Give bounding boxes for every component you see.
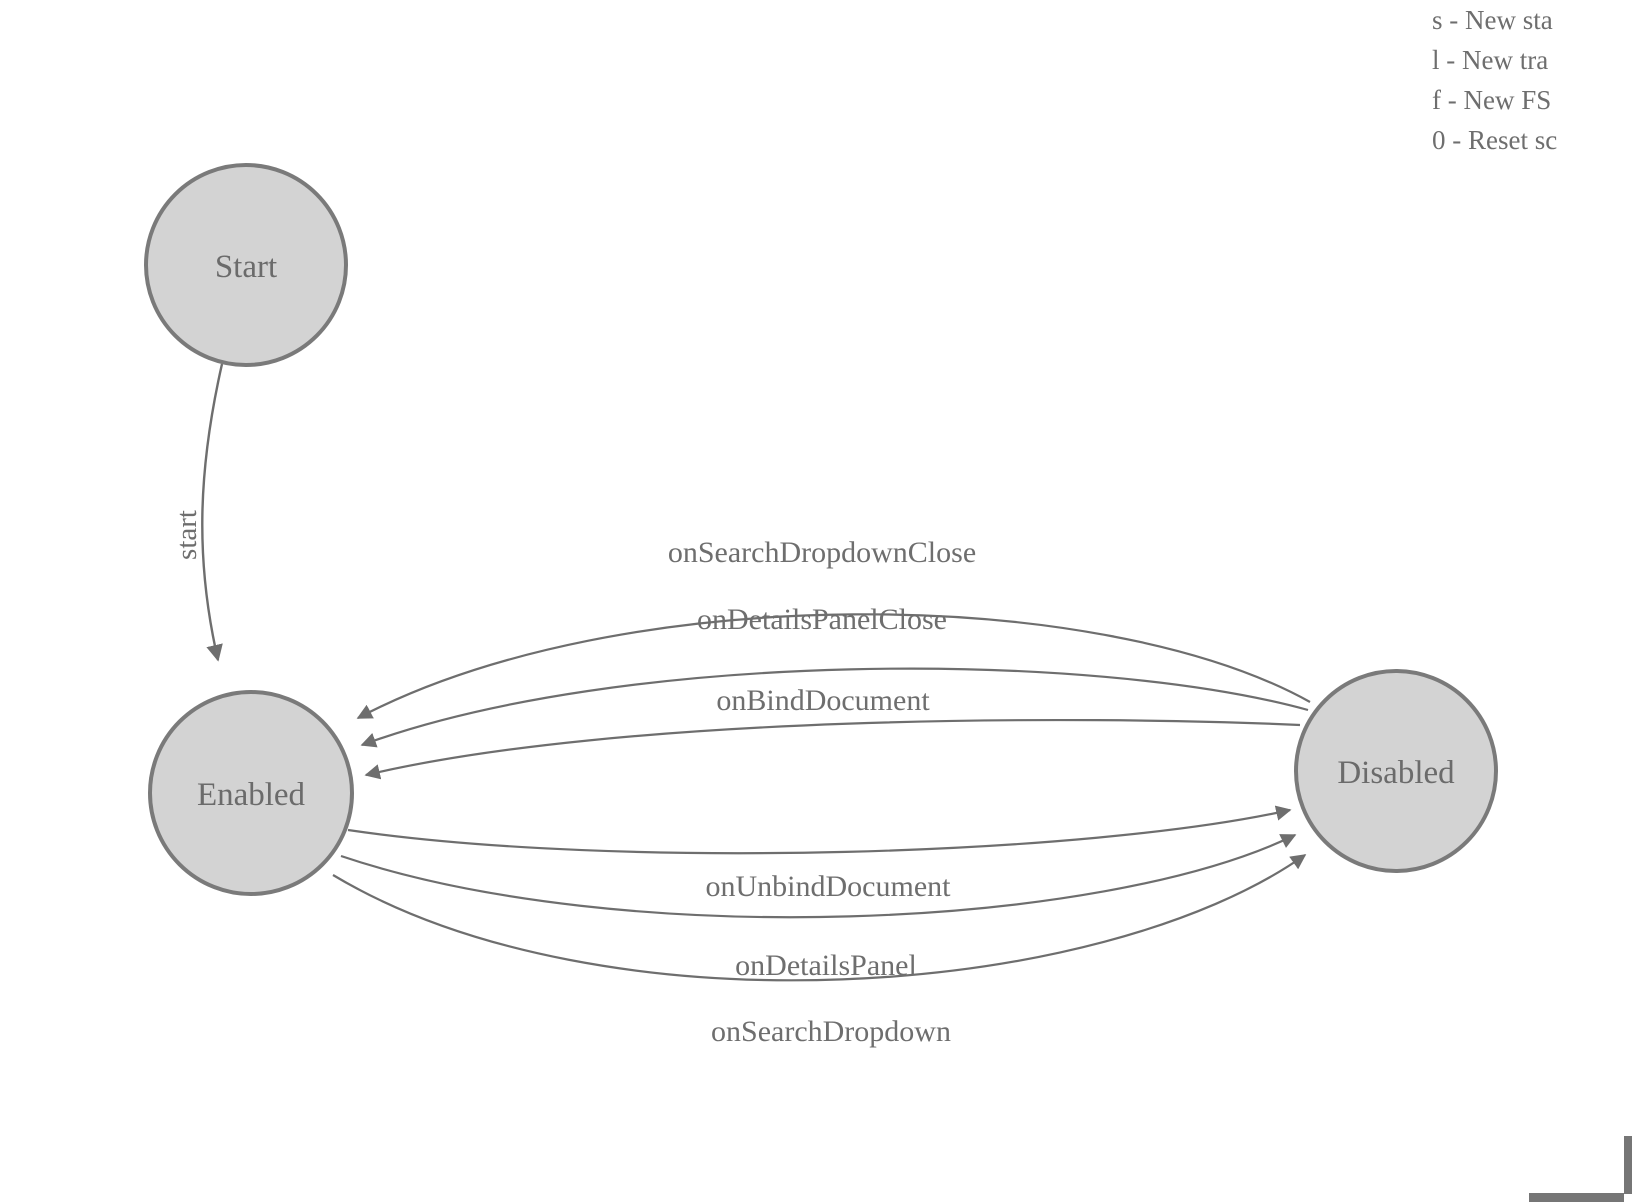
- node-disabled[interactable]: Disabled: [1294, 669, 1498, 873]
- edge-on-details-panel-close-path: [360, 667, 1309, 748]
- node-enabled[interactable]: Enabled: [148, 690, 354, 896]
- edge-on-search-dropdown-close[interactable]: onSearchDropdownClose: [356, 536, 1311, 719]
- edge-on-bind-document[interactable]: onBindDocument: [364, 684, 1301, 780]
- edge-label-on-unbind-document: onUnbindDocument: [706, 870, 952, 903]
- edge-label-on-bind-document: onBindDocument: [716, 684, 930, 717]
- edge-label-start: start: [171, 510, 203, 560]
- node-disabled-circle[interactable]: [1294, 669, 1498, 873]
- edge-label-on-details-panel-close: onDetailsPanelClose: [697, 603, 947, 636]
- node-start[interactable]: Start: [144, 163, 348, 367]
- edge-on-details-panel[interactable]: onDetailsPanel: [340, 834, 1297, 982]
- node-enabled-label: Enabled: [197, 777, 306, 813]
- edge-on-unbind-document-path: [347, 805, 1292, 855]
- node-start-circle[interactable]: [144, 163, 348, 367]
- edge-on-details-panel-path: [340, 834, 1297, 919]
- vertical-scrollbar-thumb[interactable]: [1624, 1136, 1632, 1194]
- edge-on-unbind-document[interactable]: onUnbindDocument: [347, 805, 1292, 903]
- edge-on-search-dropdown-close-path: [356, 613, 1311, 719]
- edge-start[interactable]: start: [171, 363, 224, 662]
- edge-label-on-search-dropdown-close: onSearchDropdownClose: [668, 536, 976, 569]
- edge-on-search-dropdown-path: [332, 854, 1307, 982]
- edge-on-search-dropdown[interactable]: onSearchDropdown: [332, 854, 1307, 1048]
- node-disabled-label: Disabled: [1337, 755, 1455, 791]
- edge-on-bind-document-path: [364, 718, 1301, 780]
- edge-label-on-search-dropdown: onSearchDropdown: [711, 1015, 951, 1048]
- horizontal-scrollbar-thumb[interactable]: [1529, 1193, 1624, 1202]
- node-enabled-circle[interactable]: [148, 690, 354, 896]
- edge-on-details-panel-close[interactable]: onDetailsPanelClose: [360, 603, 1309, 748]
- node-start-label: Start: [215, 249, 277, 285]
- edge-start-path: [201, 363, 224, 662]
